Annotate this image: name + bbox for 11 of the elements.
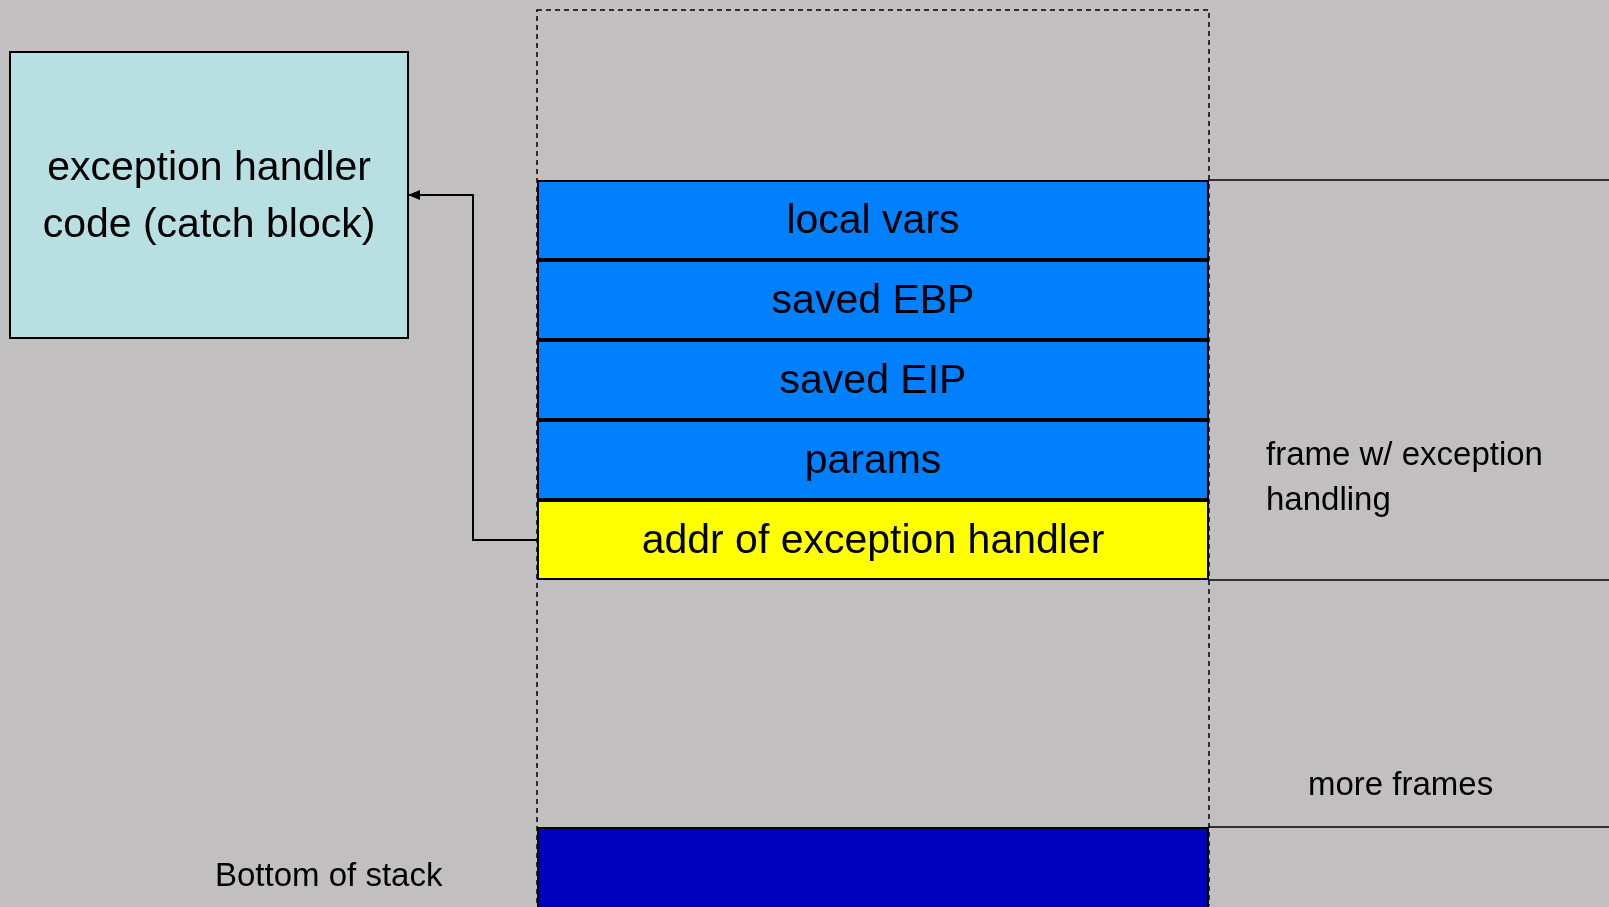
stack-slot: local vars — [537, 180, 1209, 260]
arrow — [408, 190, 538, 541]
stack-bottom-block — [537, 827, 1209, 907]
frame-label: frame w/ exception handling — [1266, 434, 1544, 519]
stack-bottom-label: Bottom of stack — [215, 855, 443, 895]
frame-label: more frames — [1308, 764, 1494, 804]
stack-slot: saved EBP — [537, 260, 1209, 340]
code-box: exception handler code (catch block) — [9, 51, 409, 339]
stack-slot: params — [537, 420, 1209, 500]
stack-slot: addr of exception handler — [537, 500, 1209, 580]
stack-slot: saved EIP — [537, 340, 1209, 420]
